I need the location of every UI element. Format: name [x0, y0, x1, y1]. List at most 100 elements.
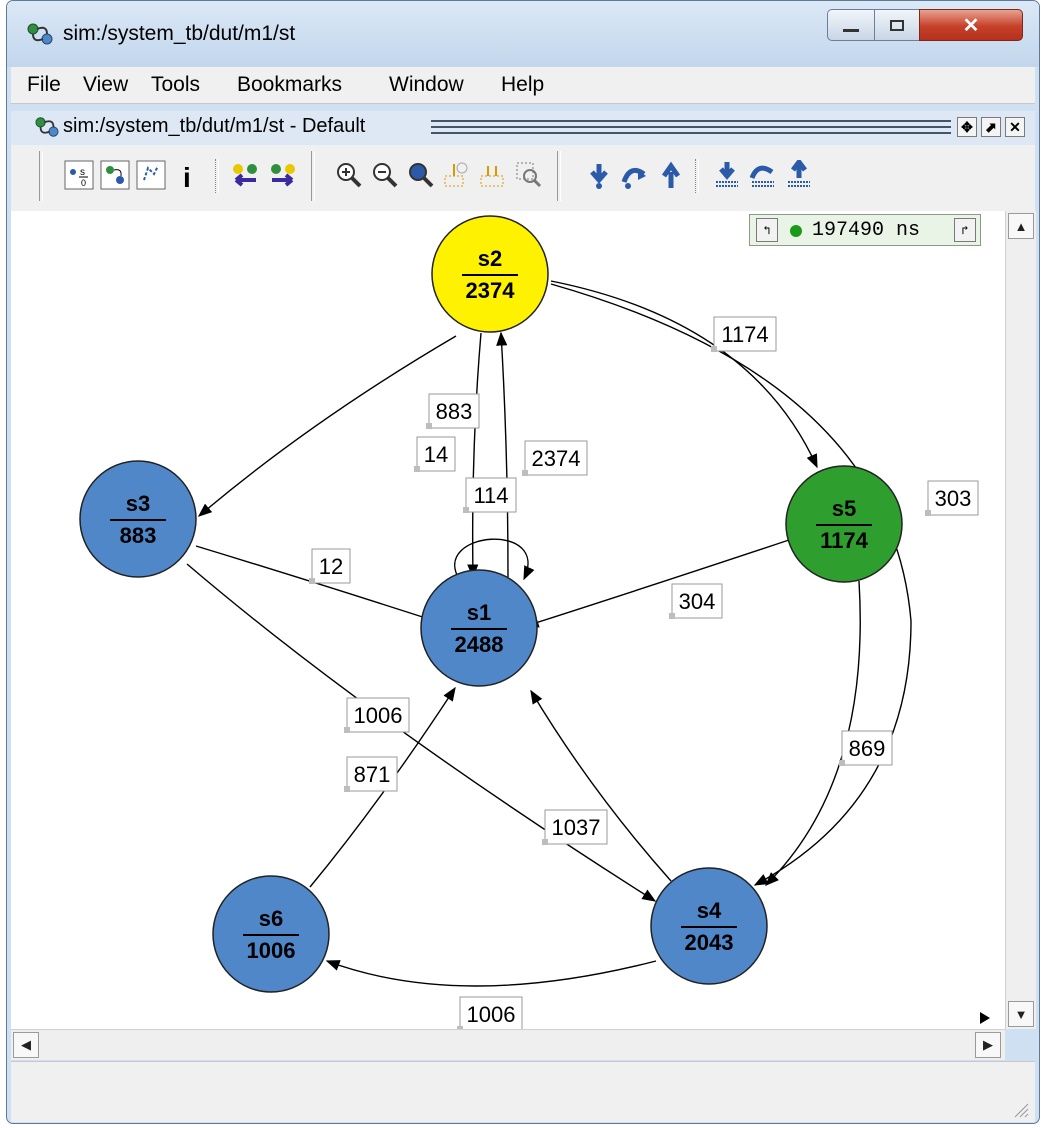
zoom-region-button[interactable] — [437, 155, 477, 195]
expand-arrow-icon[interactable] — [976, 1009, 994, 1027]
transition-count: 869 — [849, 736, 886, 761]
previous-state-button[interactable] — [225, 155, 265, 195]
zoom-in-icon — [337, 163, 362, 188]
zoom-out-icon — [373, 163, 398, 188]
transition-count: 14 — [424, 442, 448, 467]
vertical-scrollbar[interactable]: ▲ ▼ — [1005, 211, 1036, 1029]
transition-label[interactable]: 12 — [309, 548, 351, 584]
dock-button[interactable]: ✥ — [957, 117, 977, 137]
transition-s5-s1[interactable] — [524, 538, 793, 628]
toolbar-separator — [39, 151, 43, 201]
undock-button[interactable]: ⬈ — [981, 117, 1001, 137]
state-machine-icon — [35, 117, 59, 137]
zoom-out-button[interactable] — [365, 155, 405, 195]
transition-label[interactable]: 869 — [839, 730, 893, 766]
zoom-out-region-icon — [480, 166, 504, 187]
show-transitions-icon — [100, 160, 130, 190]
transition-label[interactable]: 1006 — [344, 697, 410, 733]
scroll-left-button[interactable]: ◀ — [13, 1032, 39, 1058]
transition-label[interactable]: 114 — [463, 477, 517, 513]
info-button[interactable]: i — [169, 155, 209, 195]
next-state-icon — [271, 164, 295, 187]
minimize-button[interactable] — [827, 9, 875, 41]
close-pane-button[interactable]: ✕ — [1005, 117, 1025, 137]
transition-count: 2374 — [532, 446, 581, 471]
zoom-out-region-button[interactable] — [473, 155, 513, 195]
transition-label[interactable]: 871 — [344, 756, 398, 792]
transition-count: 1006 — [354, 703, 403, 728]
step-out-button[interactable] — [651, 155, 691, 195]
menu-view[interactable]: View — [83, 73, 129, 96]
go-to-end-button[interactable]: ↱ — [954, 218, 976, 242]
transition-s4-s1[interactable] — [530, 689, 672, 882]
info-icon: i — [183, 162, 191, 190]
state-machine-icon — [27, 23, 53, 45]
scroll-down-button[interactable]: ▼ — [1008, 1001, 1034, 1027]
transition-s1-s2[interactable] — [496, 331, 509, 578]
transition-label[interactable]: 1037 — [542, 809, 608, 845]
transition-count: 12 — [319, 554, 343, 579]
subwindow-title-bar[interactable]: sim:/system_tb/dut/m1/st - Default ✥ ⬈ ✕ — [11, 111, 1035, 146]
step-over-button[interactable] — [615, 155, 655, 195]
run-icon — [716, 162, 738, 187]
next-state-button[interactable] — [263, 155, 303, 195]
menu-file[interactable]: File — [27, 73, 61, 96]
scroll-right-button[interactable]: ▶ — [975, 1032, 1001, 1058]
title-bar[interactable]: sim:/system_tb/dut/m1/st ✕ — [7, 1, 1039, 67]
run-all-button[interactable] — [779, 155, 819, 195]
transition-label[interactable]: 14 — [414, 436, 456, 472]
transition-count: 1174 — [721, 322, 768, 347]
maximize-icon — [875, 10, 919, 40]
transition-s2-s3[interactable] — [197, 335, 457, 517]
zoom-selection-button[interactable] — [509, 155, 549, 195]
transition-label[interactable]: 1006 — [457, 996, 523, 1032]
maximize-button[interactable] — [874, 9, 920, 41]
application-window: sim:/system_tb/dut/m1/st ✕ File View Too… — [6, 0, 1040, 1124]
transition-s1-s1[interactable] — [454, 538, 535, 581]
minimize-icon — [828, 10, 874, 40]
transition-s6-s1[interactable] — [309, 686, 456, 888]
step-into-icon — [590, 164, 608, 189]
transition-s3-s4[interactable] — [186, 563, 657, 902]
close-button[interactable]: ✕ — [919, 9, 1023, 41]
menu-bookmarks[interactable]: Bookmarks — [237, 73, 343, 96]
state-count: 2374 — [466, 278, 516, 303]
menu-help[interactable]: Help — [501, 73, 545, 96]
go-to-start-button[interactable]: ↰ — [756, 218, 778, 242]
step-into-button[interactable] — [579, 155, 619, 195]
zoom-in-button[interactable] — [329, 155, 369, 195]
run-button[interactable] — [707, 155, 747, 195]
show-transitions-button[interactable] — [95, 155, 135, 195]
transition-s4-s6[interactable] — [325, 960, 657, 987]
resize-grip-icon[interactable] — [1011, 1100, 1029, 1118]
state-count: 1174 — [820, 528, 868, 553]
zoom-fit-button[interactable] — [401, 155, 441, 195]
transition-label[interactable]: 303 — [925, 480, 979, 516]
transition-label[interactable]: 883 — [426, 393, 480, 429]
run-continue-button[interactable] — [743, 155, 783, 195]
transition-label[interactable]: 304 — [669, 583, 723, 619]
show-counts-button[interactable] — [131, 155, 171, 195]
transition-s2-s1[interactable] — [467, 332, 482, 579]
transition-s2-s5[interactable] — [550, 280, 818, 469]
horizontal-scrollbar[interactable]: ◀ ▶ — [11, 1029, 1005, 1060]
transition-label[interactable]: 1174 — [711, 316, 777, 352]
menu-window[interactable]: Window — [389, 73, 464, 96]
state-count: 2488 — [455, 632, 504, 657]
transition-count: 1037 — [552, 815, 601, 840]
menu-tools[interactable]: Tools — [151, 73, 201, 96]
transition-s2-s4[interactable] — [550, 283, 912, 886]
drag-grip[interactable] — [431, 120, 951, 134]
simulation-time: 197490 ns — [812, 219, 921, 242]
scroll-up-button[interactable]: ▲ — [1008, 213, 1034, 239]
transition-label[interactable]: 2374 — [522, 440, 588, 476]
